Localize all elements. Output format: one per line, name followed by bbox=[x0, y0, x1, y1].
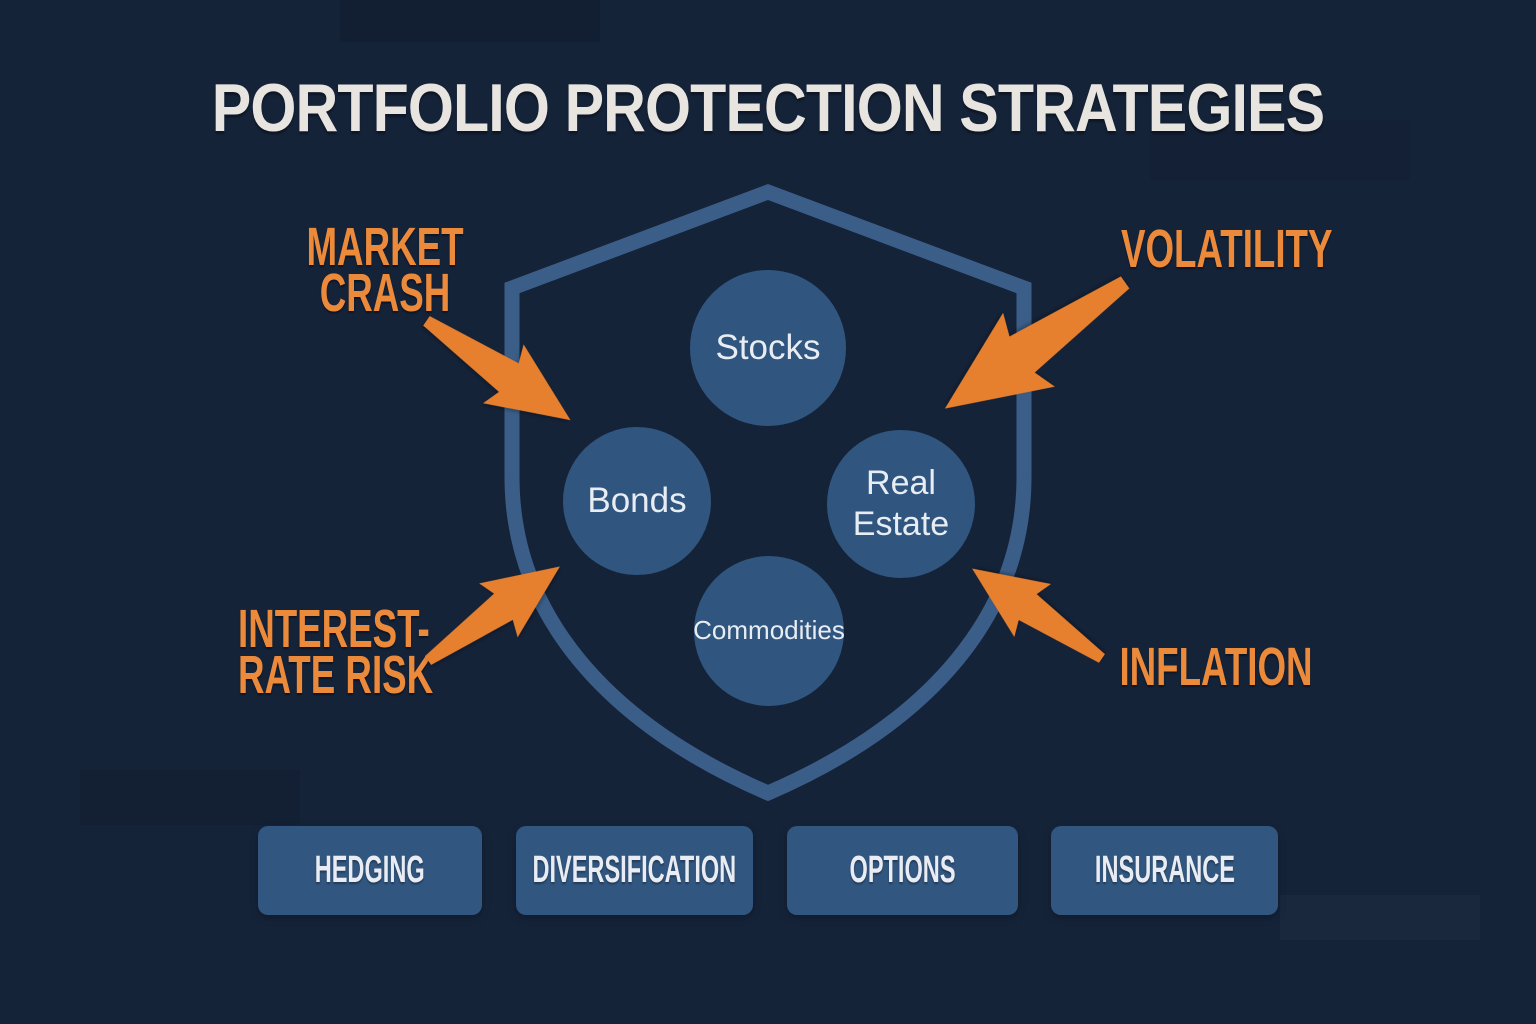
risk-label-line: INTEREST- bbox=[238, 599, 430, 659]
background-texture bbox=[1280, 895, 1480, 940]
hedging-button-label: HEDGING bbox=[315, 849, 425, 891]
asset-circle-stocks: Stocks bbox=[690, 270, 846, 426]
asset-label: Stocks bbox=[715, 328, 821, 367]
risk-label-market-crash: MARKET CRASH bbox=[300, 217, 470, 323]
asset-label: Real bbox=[866, 464, 936, 503]
background-texture bbox=[80, 770, 300, 825]
risk-label-line: INFLATION bbox=[1119, 637, 1313, 697]
risk-label-line: RATE RISK bbox=[238, 645, 434, 705]
page-title: PORTFOLIO PROTECTION STRATEGIES bbox=[211, 70, 1325, 146]
asset-label: Commodities bbox=[693, 615, 845, 646]
asset-circle-commodities: Commodities bbox=[693, 556, 845, 706]
asset-label: Bonds bbox=[587, 481, 687, 520]
risk-label-line: VOLATILITY bbox=[1121, 219, 1333, 279]
asset-circle-real-estate: Real Estate bbox=[827, 430, 975, 578]
risk-label-volatility: VOLATILITY bbox=[1121, 219, 1333, 279]
market-crash-arrow-icon bbox=[423, 316, 571, 421]
hedging-button[interactable]: HEDGING bbox=[258, 826, 482, 915]
diversification-button-label: DIVERSIFICATION bbox=[532, 849, 737, 891]
risk-label-line: MARKET bbox=[306, 217, 464, 277]
asset-label: Estate bbox=[852, 505, 950, 543]
risk-label-interest-rate-risk: INTEREST- RATE RISK bbox=[238, 599, 442, 705]
options-button-label: OPTIONS bbox=[849, 849, 956, 891]
volatility-arrow-icon bbox=[944, 276, 1130, 409]
insurance-button[interactable]: INSURANCE bbox=[1051, 826, 1278, 915]
insurance-button-label: INSURANCE bbox=[1094, 849, 1235, 891]
risk-label-line: CRASH bbox=[319, 263, 451, 323]
inflation-arrow-icon bbox=[972, 568, 1105, 663]
diversification-button[interactable]: DIVERSIFICATION bbox=[516, 826, 753, 915]
options-button[interactable]: OPTIONS bbox=[787, 826, 1018, 915]
background-texture bbox=[340, 0, 600, 42]
asset-circle-bonds: Bonds bbox=[563, 427, 711, 575]
interest-rate-arrow-icon bbox=[424, 566, 560, 665]
risk-label-inflation: INFLATION bbox=[1114, 637, 1318, 697]
